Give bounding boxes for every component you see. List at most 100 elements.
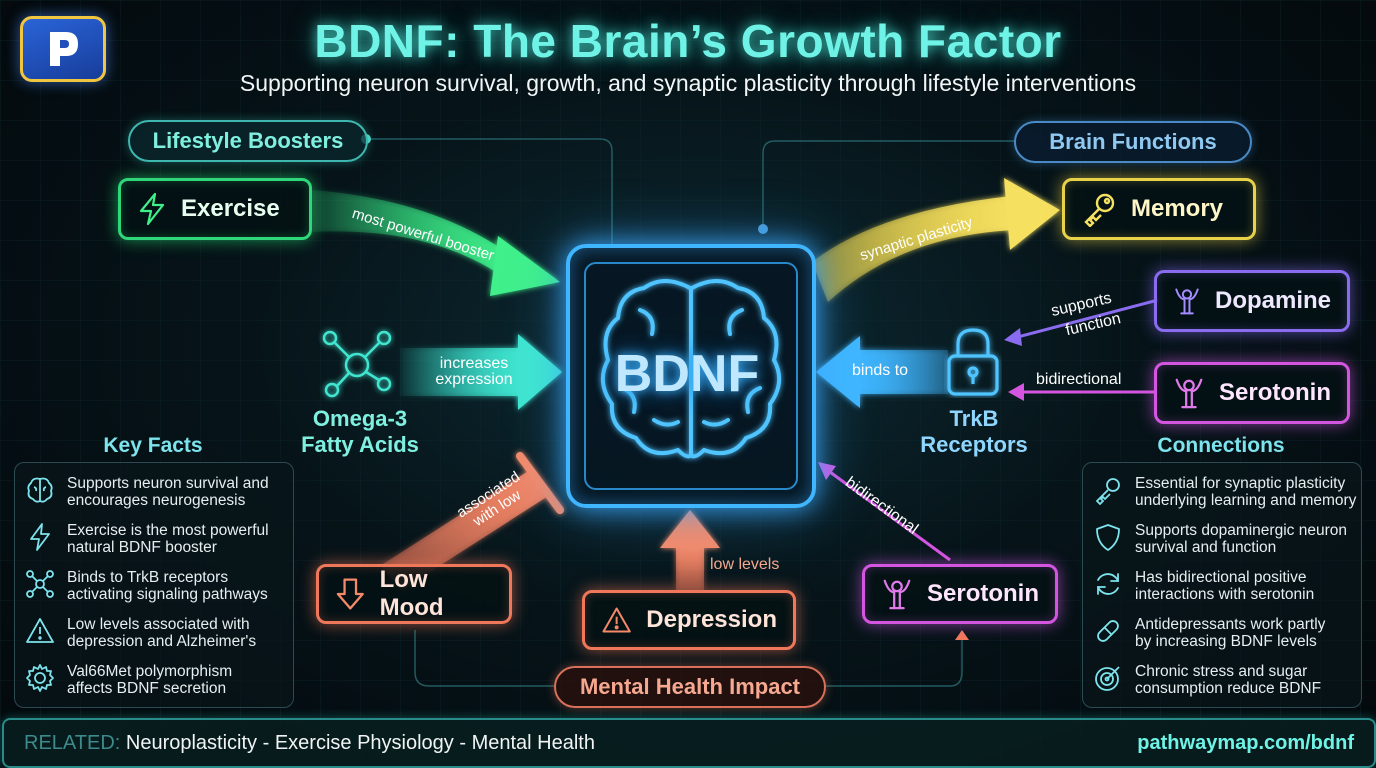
key-icon bbox=[1084, 193, 1115, 227]
cycle-icon bbox=[1097, 573, 1119, 595]
serotonin-right-arrow bbox=[1008, 383, 1156, 401]
connections-title: Connections bbox=[1157, 434, 1285, 457]
lightning-icon bbox=[139, 192, 165, 226]
memory-arrow bbox=[812, 178, 1060, 302]
low-mood-label: Low Mood bbox=[379, 566, 444, 621]
serotonin-right-node[interactable]: Serotonin bbox=[1154, 362, 1350, 424]
serotonin-right-label: Serotonin bbox=[1219, 379, 1331, 406]
memory-label: Memory bbox=[1131, 195, 1224, 222]
fact-line: encourages neurogenesis bbox=[67, 492, 246, 509]
neuron-icon bbox=[1175, 378, 1203, 409]
connection-line: underlying learning and memory bbox=[1135, 492, 1357, 509]
warning-icon bbox=[26, 618, 54, 643]
logo-mark-icon bbox=[50, 32, 78, 66]
brain-functions-label: Brain Functions bbox=[1014, 121, 1252, 163]
down-arrow-icon bbox=[336, 578, 364, 610]
lock-icon bbox=[947, 328, 999, 396]
depression-arrow bbox=[660, 510, 720, 590]
lifestyle-boosters-label: Lifestyle Boosters bbox=[128, 120, 368, 162]
bdnf-label: BDNF bbox=[614, 345, 760, 403]
serotonin-right-edge-label: bidirectional bbox=[1036, 371, 1122, 388]
serotonin-bottom-label: Serotonin bbox=[927, 580, 1039, 607]
dopamine-label: Dopamine bbox=[1214, 287, 1331, 314]
memory-node[interactable]: Memory bbox=[1062, 178, 1256, 240]
depression-label: Depression bbox=[646, 606, 777, 633]
key-facts-title: Key Facts bbox=[103, 434, 203, 457]
trkb-label-line1: TrkB bbox=[949, 406, 999, 431]
molecule-icon bbox=[26, 570, 54, 598]
gear-icon bbox=[26, 664, 54, 692]
omega3-label-line1: Omega-3 bbox=[312, 406, 408, 431]
related-topics-link[interactable]: Neuroplasticity - Exercise Physiology - … bbox=[125, 732, 595, 754]
fact-line: activating signaling pathways bbox=[67, 586, 268, 603]
low-mood-arrow bbox=[380, 452, 564, 590]
depression-edge-label: low levels bbox=[710, 556, 780, 573]
omega3-edge-line1: increases bbox=[439, 355, 509, 372]
connection-line: by increasing BDNF levels bbox=[1135, 633, 1317, 650]
omega3-label-line2: Fatty Acids bbox=[301, 432, 419, 457]
trkb-node[interactable]: TrkB Receptors bbox=[904, 406, 1044, 458]
footer-bar: RELATED: Neuroplasticity - Exercise Phys… bbox=[2, 718, 1376, 768]
fact-line: affects BDNF secretion bbox=[67, 680, 227, 697]
lightning-icon bbox=[30, 523, 50, 551]
connection-line: Chronic stress and sugar bbox=[1135, 663, 1308, 680]
molecule-icon bbox=[322, 330, 392, 398]
omega3-edge-label: increases expression bbox=[420, 356, 528, 388]
fact-line: Exercise is the most powerful bbox=[67, 522, 269, 539]
related-label: RELATED: bbox=[24, 732, 121, 754]
pathwaymap-logo[interactable] bbox=[20, 16, 106, 82]
neuron-icon bbox=[883, 579, 911, 610]
exercise-node[interactable]: Exercise bbox=[118, 178, 312, 240]
fact-line: natural BDNF booster bbox=[67, 539, 217, 556]
connection-line: consumption reduce BDNF bbox=[1135, 680, 1322, 697]
fact-line: Low levels associated with bbox=[67, 616, 250, 633]
neuron-icon bbox=[1175, 288, 1199, 315]
fact-line: Supports neuron survival and bbox=[67, 475, 269, 492]
connection-line: Supports dopaminergic neuron bbox=[1135, 522, 1347, 539]
shield-icon bbox=[1096, 524, 1120, 551]
low-mood-node[interactable]: Low Mood bbox=[316, 564, 512, 624]
bdnf-inner-frame bbox=[584, 262, 798, 490]
fact-line: Val66Met polymorphism bbox=[67, 663, 233, 680]
omega3-edge-line2: expression bbox=[435, 371, 513, 388]
mental-health-impact-label: Mental Health Impact bbox=[554, 666, 826, 708]
exercise-arrow bbox=[312, 190, 560, 296]
connection-line: Antidepressants work partly bbox=[1135, 616, 1326, 633]
fact-line: depression and Alzheimer's bbox=[67, 633, 257, 650]
depression-node[interactable]: Depression bbox=[582, 590, 796, 650]
serotonin-bottom-arrow bbox=[818, 462, 951, 562]
fact-line: Binds to TrkB receptors bbox=[67, 569, 229, 586]
warning-icon bbox=[602, 607, 631, 633]
connection-line: interactions with serotonin bbox=[1135, 586, 1315, 603]
connector-dot bbox=[758, 224, 768, 234]
page-subtitle: Supporting neuron survival, growth, and … bbox=[239, 70, 1137, 96]
dopamine-node[interactable]: Dopamine bbox=[1154, 270, 1350, 332]
site-url-link[interactable]: pathwaymap.com/bdnf bbox=[1137, 732, 1354, 754]
connection-line: Has bidirectional positive bbox=[1135, 569, 1307, 586]
connector-arrowhead bbox=[955, 630, 969, 640]
serotonin-bottom-node[interactable]: Serotonin bbox=[862, 564, 1058, 624]
omega3-node[interactable]: Omega-3 Fatty Acids bbox=[290, 406, 430, 458]
trkb-edge-label: binds to bbox=[852, 362, 909, 379]
trkb-arrow bbox=[816, 336, 948, 408]
brain-icon bbox=[27, 477, 53, 503]
brain-icon bbox=[600, 279, 782, 459]
target-icon bbox=[1095, 666, 1120, 691]
bdnf-center-node[interactable] bbox=[566, 244, 816, 508]
exercise-label: Exercise bbox=[181, 195, 280, 222]
trkb-label-line2: Receptors bbox=[920, 432, 1028, 457]
connection-line: Essential for synaptic plasticity bbox=[1135, 475, 1346, 492]
pill-icon bbox=[1097, 620, 1119, 642]
omega3-arrow bbox=[400, 334, 562, 410]
dopamine-arrow bbox=[1004, 298, 1159, 346]
